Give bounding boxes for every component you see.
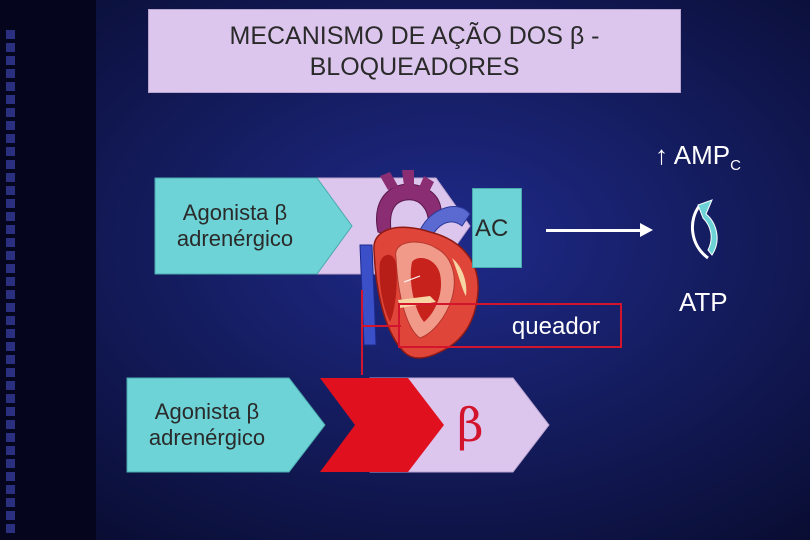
strip-square: [6, 290, 15, 299]
strip-square: [6, 355, 15, 364]
ampc-label: ↑ AMPC: [655, 140, 741, 174]
strip-square: [6, 303, 15, 312]
strip-square: [6, 199, 15, 208]
strip-square: [6, 368, 15, 377]
strip-square: [6, 329, 15, 338]
strip-square: [6, 251, 15, 260]
strip-square: [6, 95, 15, 104]
strip-square: [6, 420, 15, 429]
strip-square: [6, 225, 15, 234]
strip-square: [6, 381, 15, 390]
ampc-text: AMP: [668, 140, 731, 170]
strip-square: [6, 485, 15, 494]
heart-illustration: [359, 170, 479, 359]
agonist-bottom-line-1: Agonista β: [154, 399, 260, 424]
up-arrow-icon: ↑: [655, 140, 668, 170]
strip-square: [6, 43, 15, 52]
cycle-arrow-icon: [690, 199, 718, 260]
strip-square: [6, 433, 15, 442]
strip-square: [6, 134, 15, 143]
agonist-top-label: Agonista β adrenérgico: [160, 200, 310, 252]
strip-square: [6, 69, 15, 78]
strip-square: [6, 186, 15, 195]
right-arrow-icon: [546, 229, 642, 232]
agonist-bottom-shape: [126, 377, 326, 473]
strip-square: [6, 173, 15, 182]
right-arrow-head: [640, 223, 653, 237]
strip-square: [6, 524, 15, 533]
strip-square: [6, 498, 15, 507]
blocker-connector-vertical: [361, 290, 363, 375]
strip-square: [6, 108, 15, 117]
strip-square: [6, 472, 15, 481]
strip-square: [6, 264, 15, 273]
strip-square: [6, 212, 15, 221]
strip-square: [6, 147, 15, 156]
atp-label: ATP: [679, 287, 728, 317]
strip-square: [6, 407, 15, 416]
strip-square: [6, 342, 15, 351]
strip-square: [6, 82, 15, 91]
strip-square: [6, 446, 15, 455]
blocker-red-shape: [320, 378, 444, 472]
title-box: MECANISMO DE AÇÃO DOS β - BLOQUEADORES: [148, 9, 681, 93]
agonist-top-line-1: Agonista β: [182, 200, 288, 225]
agonist-top-shape: [154, 177, 353, 275]
left-decorative-strip: [0, 0, 96, 540]
agonist-bottom-line-2: adrenérgico: [148, 425, 266, 450]
ac-box: AC: [472, 188, 522, 268]
strip-square: [6, 394, 15, 403]
strip-square: [6, 511, 15, 520]
strip-square: [6, 277, 15, 286]
agonist-top-line-2: adrenérgico: [176, 226, 294, 251]
title-line-1: MECANISMO DE AÇÃO DOS β -: [229, 22, 600, 50]
strip-square: [6, 459, 15, 468]
strip-square: [6, 238, 15, 247]
strip-square: [6, 30, 15, 39]
ampc-subscript: C: [730, 157, 741, 174]
strip-square: [6, 160, 15, 169]
agonist-bottom-label: Agonista β adrenérgico: [132, 399, 282, 451]
bloqueador-label-box: queador: [398, 303, 622, 348]
strip-square: [6, 316, 15, 325]
blocker-connector-horizontal: [361, 325, 401, 327]
receptor-beta-symbol: β: [457, 398, 484, 452]
strip-square: [6, 56, 15, 65]
strip-square: [6, 121, 15, 130]
title-line-2: BLOQUEADORES: [309, 53, 520, 81]
